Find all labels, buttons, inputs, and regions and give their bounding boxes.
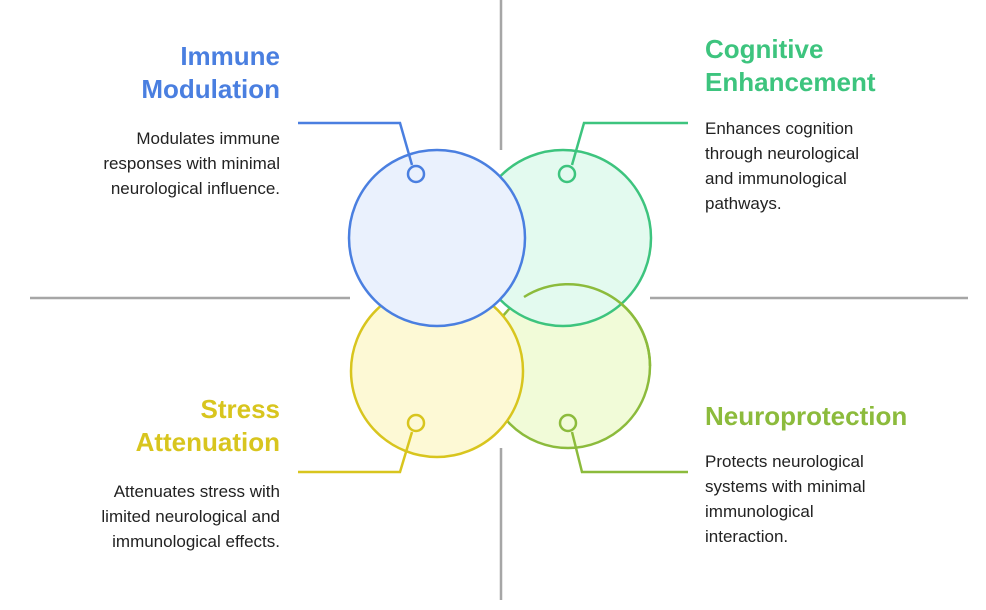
circle-neuroprotection-edge [523,282,652,367]
desc-neuro-line4: interaction. [705,527,789,546]
connector-dot-stress [406,413,426,433]
desc-neuro-line3: immunological [705,502,814,521]
desc-stress-line3: immunological effects. [112,532,280,551]
desc-stress-line2: limited neurological and [101,507,280,526]
connector-immune [298,121,414,166]
desc-immune-line2: responses with minimal [103,154,280,173]
connector-dot-neuro [558,413,578,433]
desc-cognitive-line2: through neurological [705,144,860,163]
title-immune-modulation: Immune Modulation [40,40,280,106]
title-cognitive-enhancement: Cognitive Enhancement [705,33,965,99]
title-stress-attenuation: Stress Attenuation [40,393,280,459]
desc-cognitive-line3: and immunological [705,169,847,188]
circle-immune-modulation [347,148,527,328]
desc-stress-attenuation: Attenuates stress with limited neurologi… [20,479,280,554]
title-cognitive-line2: Enhancement [705,67,876,97]
title-immune-line2: Modulation [141,74,280,104]
title-stress-line1: Stress [200,394,281,424]
desc-neuro-line1: Protects neurological [705,452,864,471]
desc-immune-modulation: Modulates immune responses with minimal … [20,126,280,201]
title-cognitive-line1: Cognitive [705,34,824,64]
title-neuroprotection: Neuroprotection [705,400,975,433]
title-neuro-line1: Neuroprotection [705,401,908,431]
desc-cognitive-enhancement: Enhances cognition through neurological … [705,116,965,216]
connector-stress [298,431,414,474]
desc-immune-line1: Modulates immune [136,129,280,148]
connector-cognitive [570,121,688,166]
desc-neuroprotection: Protects neurological systems with minim… [705,449,965,549]
desc-cognitive-line4: pathways. [705,194,782,213]
connector-dot-immune [406,164,426,184]
desc-cognitive-line1: Enhances cognition [705,119,854,138]
desc-stress-line1: Attenuates stress with [113,482,280,501]
desc-immune-line3: neurological influence. [110,179,280,198]
desc-neuro-line2: systems with minimal [705,477,866,496]
title-immune-line1: Immune [180,41,280,71]
title-stress-line2: Attenuation [135,427,280,457]
connector-neuro [570,431,688,474]
connector-dot-cognitive [557,164,577,184]
